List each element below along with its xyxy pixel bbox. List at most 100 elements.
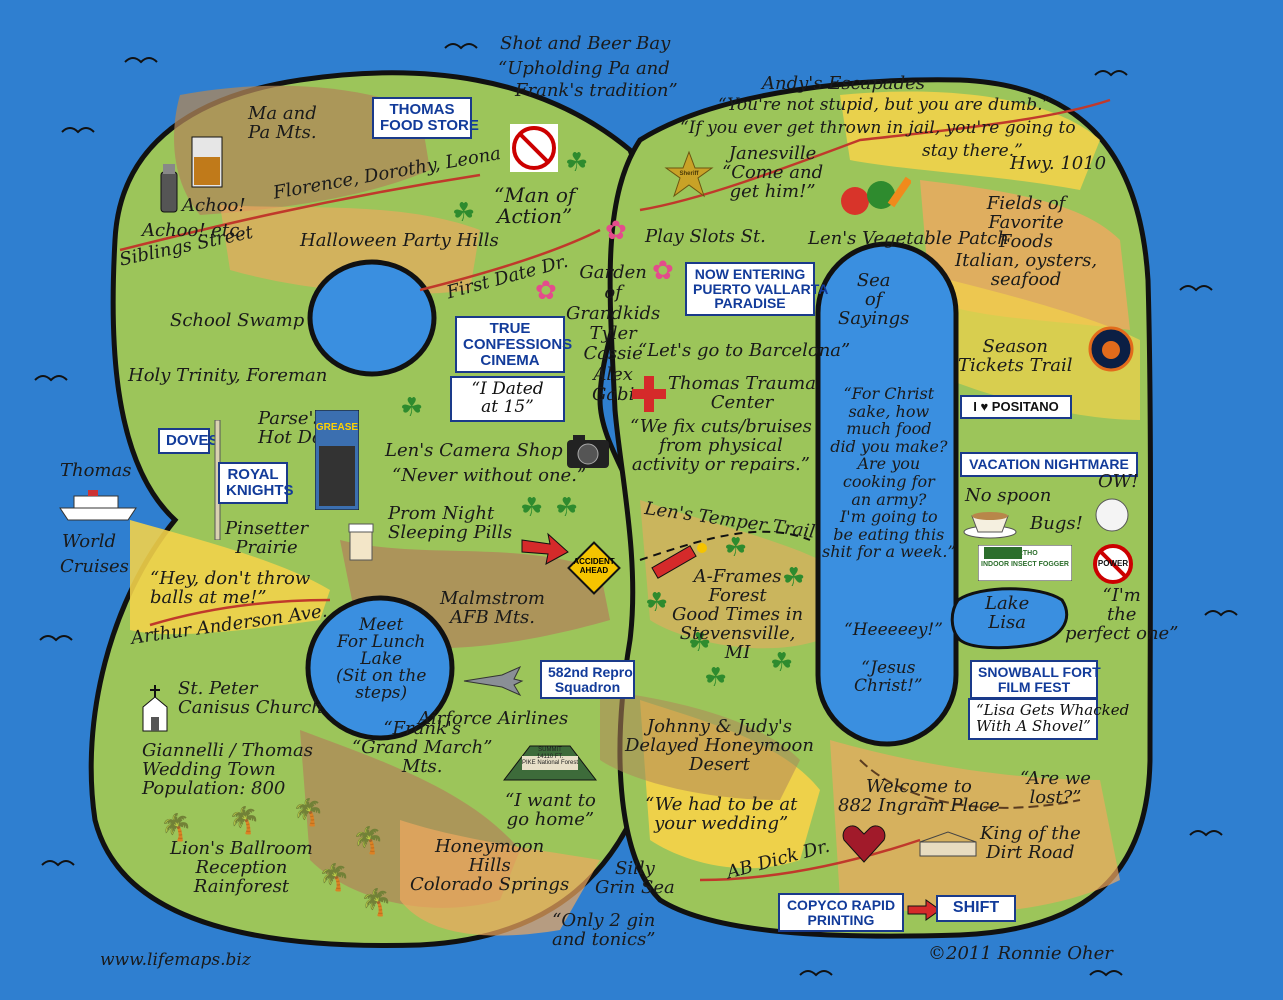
palm-tree-icon: 🌴: [360, 888, 393, 918]
giannelli-thomas-wedding-town: Giannelli / Thomas Wedding Town Populati…: [142, 740, 313, 799]
royal-knights-sign: ROYAL KNIGHTS: [218, 462, 294, 504]
sayings-quote-3: “Jesus Christ!”: [854, 658, 923, 696]
king-of-the-dirt-road: King of the Dirt Road: [980, 823, 1081, 863]
andys-quote-3: stay there.”: [922, 141, 1023, 161]
sheriff-badge-icon: Sheriff: [664, 150, 714, 204]
doves-sign: DOVES: [158, 428, 219, 454]
i-love-positano-sign: I ♥ POSITANO: [960, 395, 1072, 419]
clover-icon: ☘: [688, 628, 712, 658]
perfect-one-quote: “I'm the perfect one”: [1065, 585, 1179, 644]
school-swamp: School Swamp: [170, 310, 305, 331]
hwy-road: [639, 98, 1111, 212]
church-icon: [140, 685, 170, 737]
lens-vegetable-patch: Len's Vegetable Patch: [808, 228, 1009, 249]
lake-lisa-shape: [950, 587, 1069, 650]
palm-tree-icon: 🌴: [352, 826, 385, 856]
andys-quote-1: “You're not stupid, but you are dumb.”: [718, 95, 1052, 115]
bay-title: Shot and Beer Bay: [500, 33, 671, 54]
want-to-go-home-quote: “I want to go home”: [505, 790, 596, 830]
ortho-text: ORTHO INDOOR INSECT FOGGER: [981, 550, 1069, 569]
snowball-fort-film-fest-sign: SNOWBALL FORT FILM FEST: [970, 660, 1101, 700]
palm-tree-icon: 🌴: [318, 863, 351, 893]
dont-throw-quote: “Hey, don't throw balls at me!”: [150, 568, 311, 608]
website-link[interactable]: www.lifemaps.biz: [100, 950, 251, 970]
bay-quote-line2: Frank's tradition”: [515, 80, 678, 101]
clover-icon: ☘: [704, 663, 728, 693]
i-dated-at-15-quote: “I Dated at 15”: [450, 376, 565, 422]
no-smoking-icon: [510, 124, 558, 176]
a-frames-forest: A-Frames Forest Good Times in Stevensvil…: [672, 566, 804, 663]
flower-icon: ✿: [605, 216, 627, 246]
arthur-anderson-road: [149, 598, 331, 627]
thomas-trauma-center: Thomas Trauma Center: [668, 373, 816, 413]
prom-night-pills: Prom Night Sleeping Pills: [388, 503, 513, 543]
pikes-peak-summit-sign: SUMMIT 14110 FT. PIKE National Forest: [500, 740, 600, 788]
dirt-road-path: [859, 759, 1081, 809]
teacup-icon: [962, 508, 1018, 544]
fields-of-favorite-foods: Fields of Favorite Foods Italian, oyster…: [955, 193, 1098, 290]
camera-icon: [565, 432, 611, 474]
clover-icon: ☘: [770, 648, 794, 678]
bugs-label: Bugs!: [1030, 513, 1083, 534]
wedding-quote: “We had to be at your wedding”: [645, 794, 798, 834]
vegetables-icon: [835, 165, 913, 225]
palm-tree-icon: 🌴: [292, 798, 325, 828]
lions-ballroom-rainforest: Lion's Ballroom Reception Rainforest: [170, 838, 313, 897]
clover-icon: ☘: [555, 493, 579, 523]
dynamite-icon: [648, 540, 710, 584]
island-eight: [88, 70, 666, 948]
achoo-etc-label: Achoo! etc.: [142, 220, 245, 241]
world-cruises-line2: World: [62, 531, 116, 552]
summit-sign-text: SUMMIT 14110 FT. PIKE National Forest: [521, 747, 579, 767]
holy-trinity-foreman: Holy Trinity, Foreman: [128, 365, 328, 386]
trauma-center-quote: “We fix cuts/bruises from physical activ…: [630, 416, 812, 475]
clover-icon: ☘: [520, 493, 544, 523]
sea-of-sayings-shape: [815, 241, 959, 747]
janesville: Janesville “Come and get him!”: [722, 143, 824, 202]
pinsetter-prairie: Pinsetter Prairie: [225, 518, 309, 558]
season-tickets-trail: Season Tickets Trail: [958, 336, 1073, 376]
salt-shaker-icon: [158, 162, 180, 218]
hwy-1010: Hwy. 1010: [1010, 153, 1107, 174]
ma-pa-mountains: Ma and Pa Mts.: [248, 103, 317, 143]
barcelona-quote: “Let's go to Barcelona”: [638, 340, 851, 361]
golf-ball-icon: [1094, 497, 1130, 537]
upper-lake: [307, 259, 437, 377]
gin-and-tonics-quote: “Only 2 gin and tonics”: [552, 910, 656, 950]
no-power-icon: POWER: [1092, 543, 1134, 589]
clover-icon: ☘: [724, 533, 748, 563]
shift-sign: SHIFT: [936, 895, 1016, 922]
clover-icon: ☘: [452, 198, 476, 228]
red-arrow-icon: [520, 530, 570, 570]
man-of-action-quote: “Man of Action”: [494, 183, 576, 228]
ocean-waves: [34, 43, 1238, 977]
vacation-nightmare-sign: VACATION NIGHTMARE: [960, 452, 1138, 477]
ow-label: OW!: [1098, 471, 1139, 492]
pill-bottle-icon: [348, 522, 374, 566]
sayings-quote-1: “For Christ sake, how much food did you …: [822, 384, 956, 562]
accident-ahead-text: ACCIDENT AHEAD: [573, 557, 615, 575]
clover-icon: ☘: [565, 148, 589, 178]
achoo-label: Achoo!: [182, 195, 246, 216]
malmstrom-afb-mountains: Malmstrom AFB Mts.: [440, 588, 545, 628]
accident-ahead-sign: ACCIDENT AHEAD: [566, 540, 622, 600]
no-spoon-label: No spoon: [965, 485, 1052, 506]
sea-of-sayings-label: Sea of Sayings: [838, 270, 910, 329]
cruise-ship-icon: [58, 488, 138, 526]
siblings-street-road: [119, 173, 481, 252]
play-slots-street: Play Slots St.: [645, 226, 766, 247]
st-peter-canisus-church: St. Peter Canisus Church: [178, 678, 323, 718]
franks-grand-march-mountains: “Frank's “Grand March” Mts.: [352, 718, 493, 777]
house-icon: [918, 830, 978, 862]
palm-tree-icon: 🌴: [160, 813, 193, 843]
andys-escapades: Andy's Escapades: [762, 73, 926, 94]
true-confessions-cinema-sign: TRUE CONFESSIONS CINEMA: [455, 316, 572, 374]
flower-icon: ✿: [535, 276, 557, 306]
582nd-repro-squadron-sign: 582nd Repro Squadron: [540, 660, 635, 700]
copyco-rapid-printing-sign: COPYCO RAPID PRINTING: [778, 893, 904, 933]
flower-icon: ✿: [652, 256, 674, 286]
clover-icon: ☘: [645, 588, 669, 618]
temper-trail-path: [639, 530, 811, 561]
ortho-insect-fogger-label: ORTHO INDOOR INSECT FOGGER: [977, 544, 1073, 585]
